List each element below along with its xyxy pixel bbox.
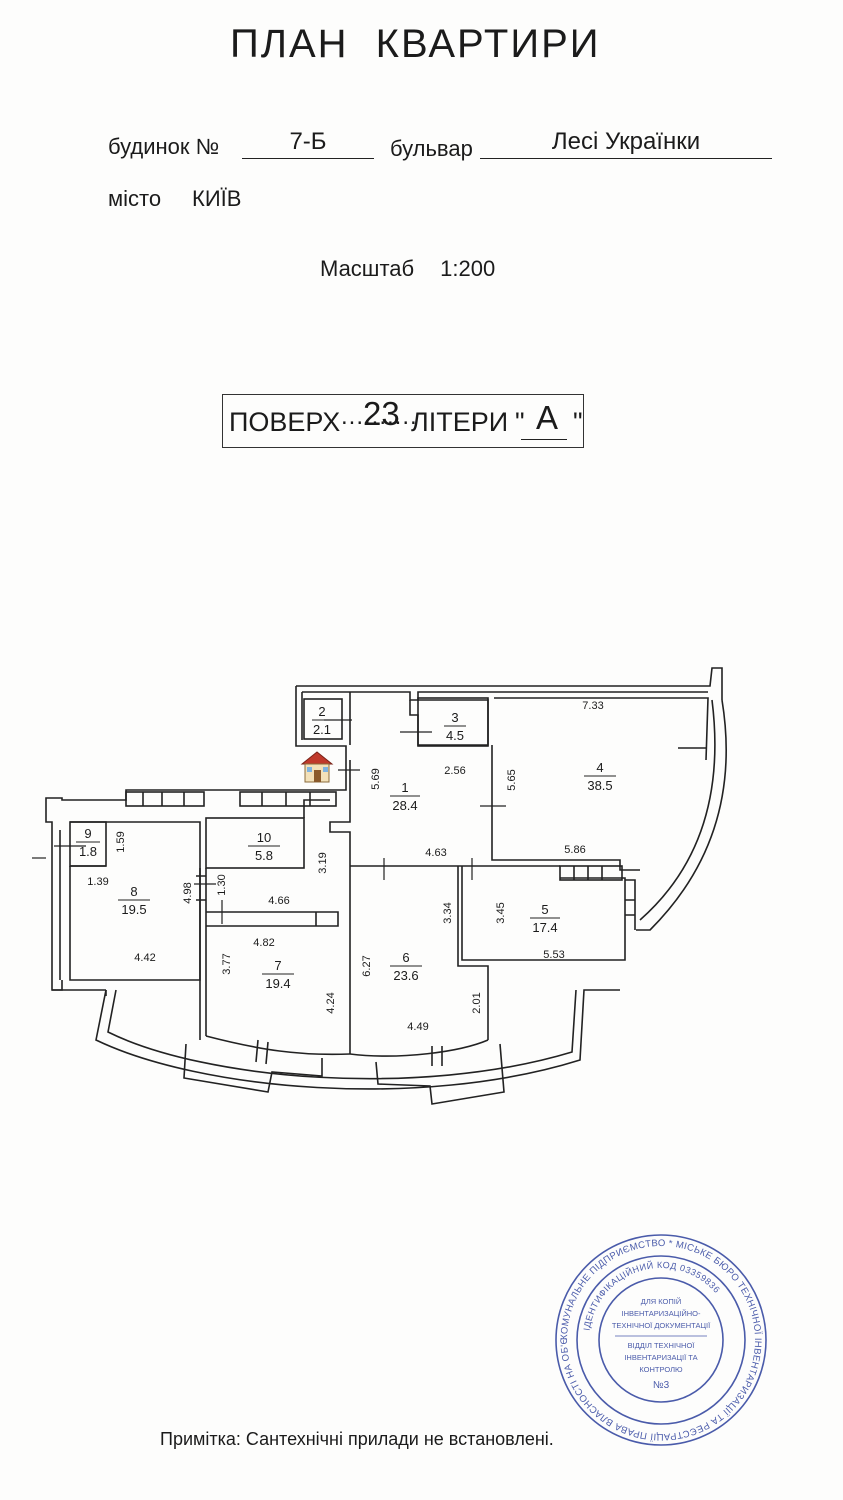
dim-3-34: 3.34 (442, 902, 454, 923)
dim-3-45: 3.45 (495, 902, 507, 923)
stamp-line-1: ДЛЯ КОПІЙ (641, 1297, 682, 1306)
apartment-floor-plan: 2 2.1 3 4.5 1 28.4 4 38.5 5 17.4 6 23.6 … (32, 667, 727, 1105)
room-3-outline (417, 697, 489, 747)
street-value: Лесі Українки (551, 128, 701, 155)
room-8-outline (69, 821, 201, 981)
house-label: будинок № (108, 134, 220, 159)
corridor-walls (349, 865, 626, 1054)
dim-5-86: 5.86 (564, 844, 585, 856)
scale-value: 1:200 (440, 256, 496, 281)
curved-bottom-inner (107, 989, 577, 1080)
room-10-number: 10 (257, 830, 271, 845)
dim-2-01: 2.01 (471, 992, 483, 1013)
dim-1-59: 1.59 (115, 831, 127, 852)
room-8-area: 19.5 (121, 902, 146, 917)
stamp-line-2: ІНВЕНТАРИЗАЦІЙНО- (622, 1309, 701, 1318)
floor-value: 23 (363, 395, 400, 432)
dim-6-27: 6.27 (361, 955, 373, 976)
dim-4-63: 4.63 (425, 847, 446, 859)
room-6-number: 6 (402, 950, 409, 965)
stamp-line-3: ТЕХНІЧНОЇ ДОКУМЕНТАЦІЇ (612, 1321, 711, 1330)
curved-bottom-outer (95, 989, 620, 1090)
quote-close: " (573, 407, 583, 437)
floor-label: ПОВЕРХ (229, 407, 341, 437)
dim-5-69: 5.69 (370, 768, 382, 789)
scale-line: Масштаб 1:200 (320, 256, 495, 282)
dim-4-98: 4.98 (182, 882, 194, 903)
room-10-outline (205, 817, 305, 869)
room-1-area: 28.4 (392, 798, 417, 813)
dim-5-53: 5.53 (543, 949, 564, 961)
city-value: КИЇВ (192, 186, 242, 211)
room-4-number: 4 (596, 760, 603, 775)
dim-4-66: 4.66 (268, 895, 289, 907)
house-value: 7-Б (289, 128, 327, 155)
scale-label: Масштаб (320, 256, 415, 281)
room-10-area: 5.8 (255, 848, 273, 863)
room-1-outline (329, 692, 489, 866)
room-1-number: 1 (401, 780, 408, 795)
dim-2-56: 2.56 (444, 765, 465, 777)
dim-1-30: 1.30 (216, 874, 228, 895)
room-7-number: 7 (274, 958, 281, 973)
dim-3-19: 3.19 (317, 852, 329, 873)
room-2-outline (303, 698, 343, 740)
house-icon (300, 751, 334, 783)
room-8-number: 8 (130, 884, 137, 899)
floor-box: ПОВЕРХ .......... 23 ЛІТЕРИ " А " (222, 394, 584, 448)
dim-7-33: 7.33 (582, 700, 603, 712)
dim-4-24: 4.24 (325, 992, 337, 1013)
stamp-line-4: ВІДДІЛ ТЕХНІЧНОЇ (628, 1341, 696, 1350)
street-underline (480, 158, 772, 159)
litera-value: А (536, 399, 559, 436)
house-underline (242, 158, 374, 159)
room-9-area: 1.8 (79, 844, 97, 859)
street-label: бульвар (390, 136, 473, 161)
room-9-outline (69, 821, 107, 867)
dim-1-39: 1.39 (87, 876, 108, 888)
litera-label: ЛІТЕРИ (411, 407, 509, 437)
room-4-outline (491, 697, 709, 871)
room-4-area: 38.5 (587, 778, 612, 793)
curved-facade-inner (639, 699, 716, 921)
room-6-area: 23.6 (393, 968, 418, 983)
dim-4-49: 4.49 (407, 1021, 428, 1033)
dim-4-82: 4.82 (253, 937, 274, 949)
room-3-number: 3 (451, 710, 458, 725)
city-label: місто (108, 186, 162, 211)
outer-wall (45, 667, 723, 991)
dim-5-65: 5.65 (506, 769, 518, 790)
curved-facade-outer (636, 699, 727, 931)
room-9-number: 9 (84, 826, 91, 841)
stamp-line-5: ІНВЕНТАРИЗАЦІЇ ТА (624, 1353, 697, 1362)
room-5-number: 5 (541, 902, 548, 917)
floor-dots: .......... (341, 403, 418, 430)
room-5-area: 17.4 (532, 920, 557, 935)
outer-wall-inner (301, 691, 708, 740)
quote-open: " (515, 407, 525, 437)
room-2-area: 2.1 (313, 722, 331, 737)
stamp-line-7: №3 (653, 1380, 670, 1391)
room-2-number: 2 (318, 704, 325, 719)
litera-underline (521, 439, 567, 440)
official-stamp: КОМУНАЛЬНЕ ПІДПРИЄМСТВО * МІСЬКЕ БЮРО ТЕ… (553, 1232, 767, 1446)
stamp-line-6: КОНТРОЛЮ (639, 1365, 683, 1374)
dim-3-77: 3.77 (221, 953, 233, 974)
document-title: ПЛАН КВАРТИРИ (230, 22, 601, 66)
footnote: Примітка: Сантехнічні прилади не встанов… (160, 1429, 554, 1449)
room-3-area: 4.5 (446, 728, 464, 743)
dim-4-42: 4.42 (134, 952, 155, 964)
room-7-area: 19.4 (265, 976, 290, 991)
